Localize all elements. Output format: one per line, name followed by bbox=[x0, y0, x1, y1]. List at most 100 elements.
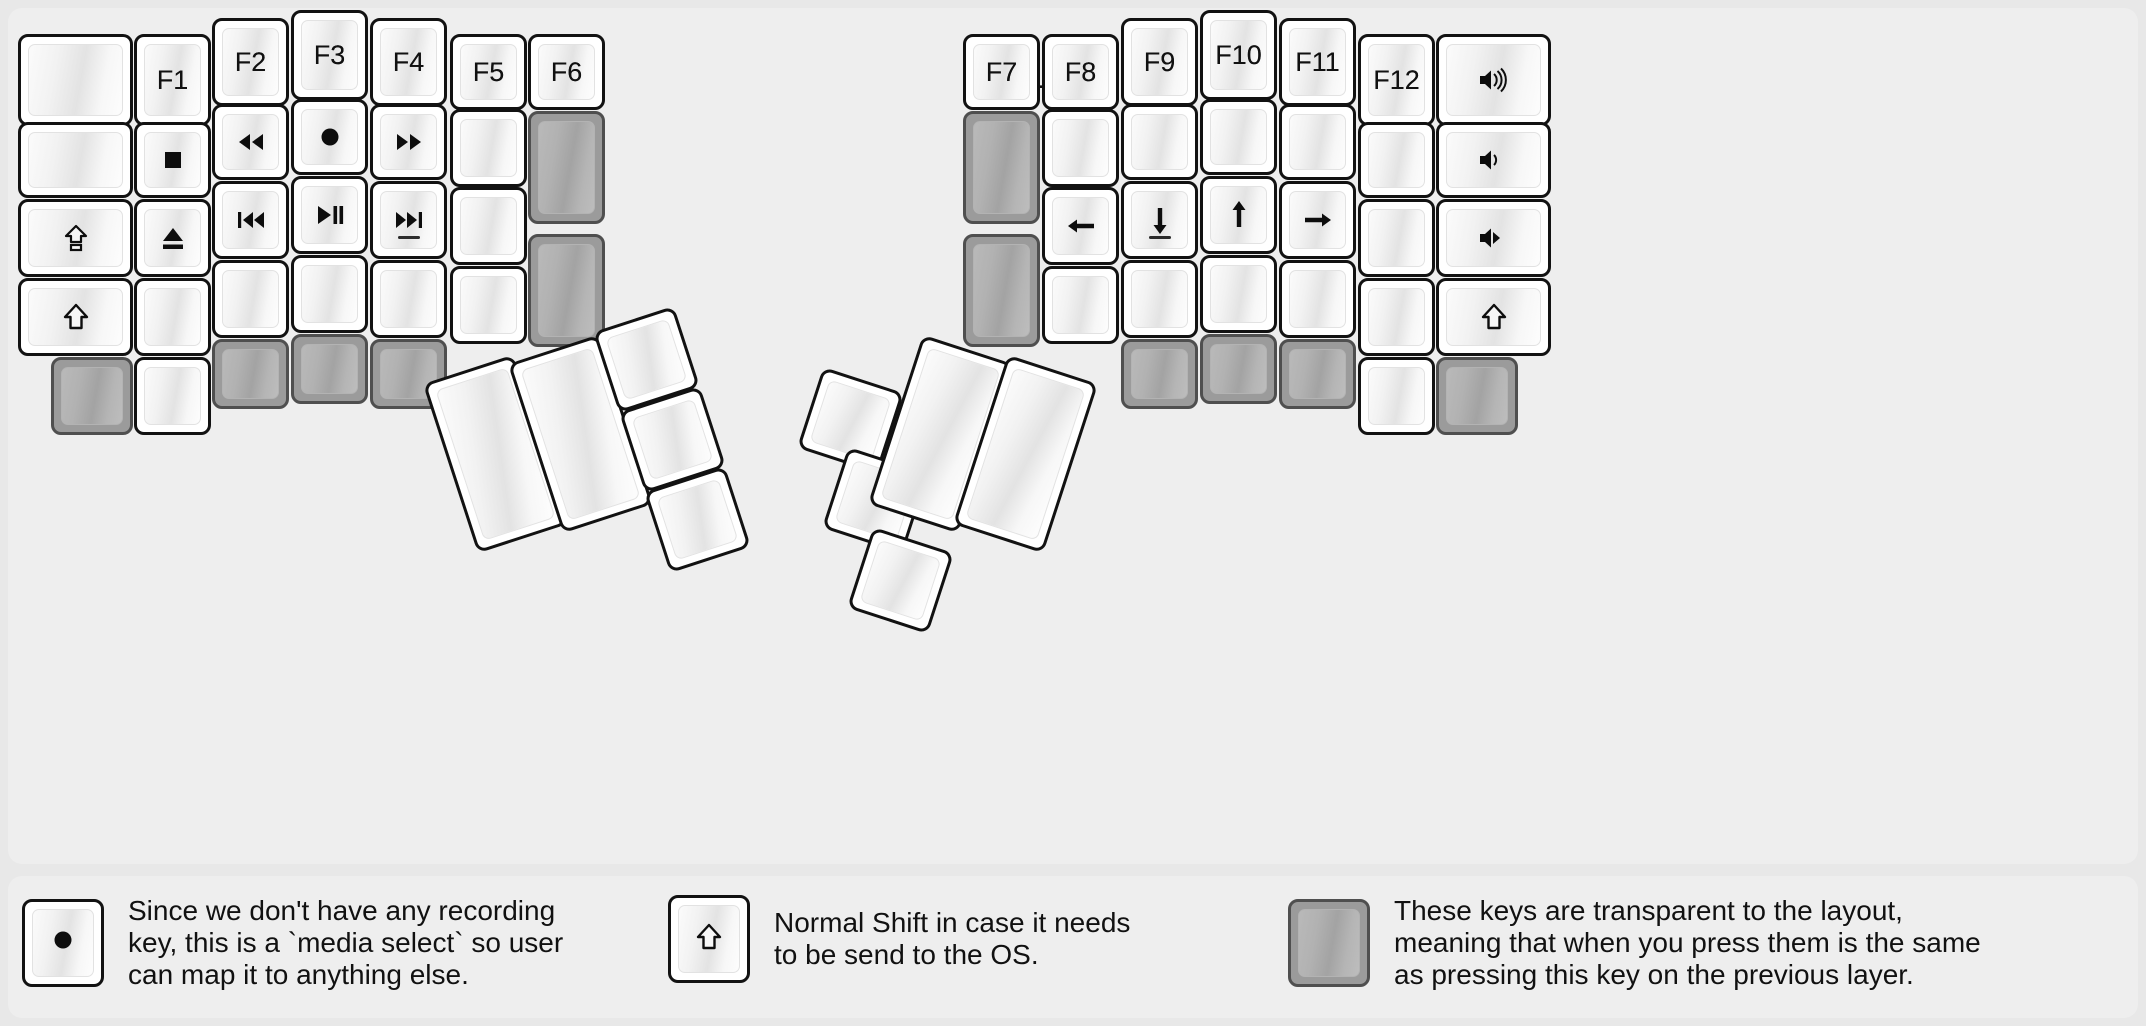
key-label: F3 bbox=[313, 39, 346, 70]
key-rewind[interactable] bbox=[212, 104, 289, 180]
key-blank-l-c5-r1[interactable] bbox=[450, 109, 527, 187]
keycap-surface bbox=[1210, 109, 1267, 165]
keycap-surface bbox=[222, 270, 279, 328]
key-blank-l-c0-r0[interactable] bbox=[18, 34, 133, 126]
key-shift-l-c0-r3[interactable] bbox=[18, 278, 133, 356]
key-blank-r-c5-r3[interactable] bbox=[1358, 278, 1435, 356]
key-shift-right[interactable] bbox=[1436, 278, 1551, 356]
key-blank-r-c3-r1[interactable] bbox=[1200, 99, 1277, 175]
key-stop-l-c1-r1[interactable] bbox=[134, 122, 211, 198]
legend-description: Normal Shift in case it needs to be send… bbox=[774, 907, 1131, 970]
key-transparent-r-c3-r4[interactable] bbox=[1200, 334, 1277, 404]
key-transparent-l-c6-r2[interactable] bbox=[528, 234, 605, 347]
key-blank-l-c2-r3[interactable] bbox=[212, 260, 289, 338]
key-arrow-left[interactable] bbox=[1042, 187, 1119, 265]
key-blank-r-c2-r1[interactable] bbox=[1121, 104, 1198, 180]
key-next-track[interactable] bbox=[370, 181, 447, 259]
key-transparent-l-c0-r4[interactable] bbox=[51, 357, 133, 435]
key-fast-forward[interactable] bbox=[370, 104, 447, 180]
key-blank-l-c5-r2[interactable] bbox=[450, 187, 527, 265]
key-blank-r-c1-r1[interactable] bbox=[1042, 109, 1119, 187]
key-f8[interactable]: F8 bbox=[1042, 34, 1119, 110]
key-label: F2 bbox=[234, 46, 267, 77]
keycap-surface bbox=[1298, 908, 1360, 977]
key-blank-l-c0-r1[interactable] bbox=[18, 122, 133, 198]
keycap-surface: F10 bbox=[1210, 20, 1267, 90]
key-volume-up[interactable] bbox=[1436, 34, 1551, 126]
key-transparent-l-c2-r4[interactable] bbox=[212, 339, 289, 409]
key-label: F1 bbox=[156, 64, 189, 95]
keycap-surface bbox=[1446, 44, 1541, 116]
key-transparent-r-c4-r4[interactable] bbox=[1279, 339, 1356, 409]
key-label: F10 bbox=[1215, 39, 1262, 70]
key-blank-r-c3-r3[interactable] bbox=[1200, 255, 1277, 333]
homing-bump-marker bbox=[397, 236, 420, 239]
key-f1[interactable]: F1 bbox=[134, 34, 211, 126]
key-f11[interactable]: F11 bbox=[1279, 18, 1356, 106]
key-blank-l-c3-r3[interactable] bbox=[291, 255, 368, 333]
keycap-surface bbox=[678, 905, 740, 973]
key-f12[interactable]: F12 bbox=[1358, 34, 1435, 126]
key-eject-l-c1-r2[interactable] bbox=[134, 199, 211, 277]
key-play-pause[interactable] bbox=[291, 176, 368, 254]
legend-description: Since we don't have any recording key, t… bbox=[128, 895, 564, 990]
keycap-surface: F8 bbox=[1052, 44, 1109, 100]
keycap-surface: F3 bbox=[301, 20, 358, 90]
key-f3[interactable]: F3 bbox=[291, 10, 368, 100]
key-transparent-r-c6-r4[interactable] bbox=[1436, 357, 1518, 435]
keycap-surface bbox=[1131, 270, 1188, 328]
legend-sample-key bbox=[1288, 898, 1370, 987]
keycap-surface bbox=[144, 288, 201, 346]
key-volume-down[interactable] bbox=[1436, 122, 1551, 198]
key-blank-l-c1-r3[interactable] bbox=[134, 278, 211, 356]
key-f7[interactable]: F7 bbox=[963, 34, 1040, 110]
keycap-surface bbox=[631, 398, 714, 481]
rewind-icon bbox=[234, 125, 268, 159]
key-blank-r-c5-r4[interactable] bbox=[1358, 357, 1435, 435]
key-transparent-r-c0-r2[interactable] bbox=[963, 234, 1040, 347]
record-icon bbox=[313, 120, 347, 154]
keycap-surface bbox=[973, 244, 1030, 337]
key-transparent-r-c0-r1[interactable] bbox=[963, 111, 1040, 224]
legend-description: These keys are transparent to the layout… bbox=[1394, 895, 1981, 990]
keycap-surface bbox=[1446, 209, 1541, 267]
key-blank-r-c4-r1[interactable] bbox=[1279, 104, 1356, 180]
keycap-surface bbox=[605, 318, 688, 401]
key-blank-r-c2-r3[interactable] bbox=[1121, 260, 1198, 338]
key-volume-mute[interactable] bbox=[1436, 199, 1551, 277]
keycap-surface bbox=[144, 367, 201, 425]
stop-icon bbox=[156, 143, 190, 177]
key-arrow-down[interactable] bbox=[1121, 181, 1198, 259]
keycap-surface bbox=[380, 191, 437, 249]
key-blank-l-c5-r3[interactable] bbox=[450, 266, 527, 344]
key-blank-r-c1-r3[interactable] bbox=[1042, 266, 1119, 344]
key-label: F8 bbox=[1064, 56, 1097, 87]
key-transparent-l-c6-r1[interactable] bbox=[528, 111, 605, 224]
key-transparent-l-c3-r4[interactable] bbox=[291, 334, 368, 404]
key-capslock-l-c0-r2[interactable] bbox=[18, 199, 133, 277]
key-f9[interactable]: F9 bbox=[1121, 18, 1198, 106]
keycap-surface: F6 bbox=[538, 44, 595, 100]
arrow-up-icon bbox=[1222, 198, 1256, 232]
key-f6[interactable]: F6 bbox=[528, 34, 605, 110]
key-blank-l-c1-r4[interactable] bbox=[134, 357, 211, 435]
key-f5[interactable]: F5 bbox=[450, 34, 527, 110]
key-blank-r-c5-r1[interactable] bbox=[1358, 122, 1435, 198]
keycap-surface bbox=[1052, 119, 1109, 177]
key-f2[interactable]: F2 bbox=[212, 18, 289, 106]
keycap-surface bbox=[28, 44, 123, 116]
key-arrow-up[interactable] bbox=[1200, 176, 1277, 254]
key-blank-l-c4-r3[interactable] bbox=[370, 260, 447, 338]
key-f4[interactable]: F4 bbox=[370, 18, 447, 106]
key-blank-r-c4-r3[interactable] bbox=[1279, 260, 1356, 338]
key-transparent-r-c2-r4[interactable] bbox=[1121, 339, 1198, 409]
key-prev-track[interactable] bbox=[212, 181, 289, 259]
keycap-surface bbox=[380, 270, 437, 328]
keycap-surface: F4 bbox=[380, 28, 437, 96]
key-arrow-right[interactable] bbox=[1279, 181, 1356, 259]
key-record[interactable] bbox=[291, 99, 368, 175]
keycap-surface bbox=[144, 132, 201, 188]
key-blank-r-c5-r2[interactable] bbox=[1358, 199, 1435, 277]
keycap-surface bbox=[1446, 367, 1508, 425]
key-f10[interactable]: F10 bbox=[1200, 10, 1277, 100]
